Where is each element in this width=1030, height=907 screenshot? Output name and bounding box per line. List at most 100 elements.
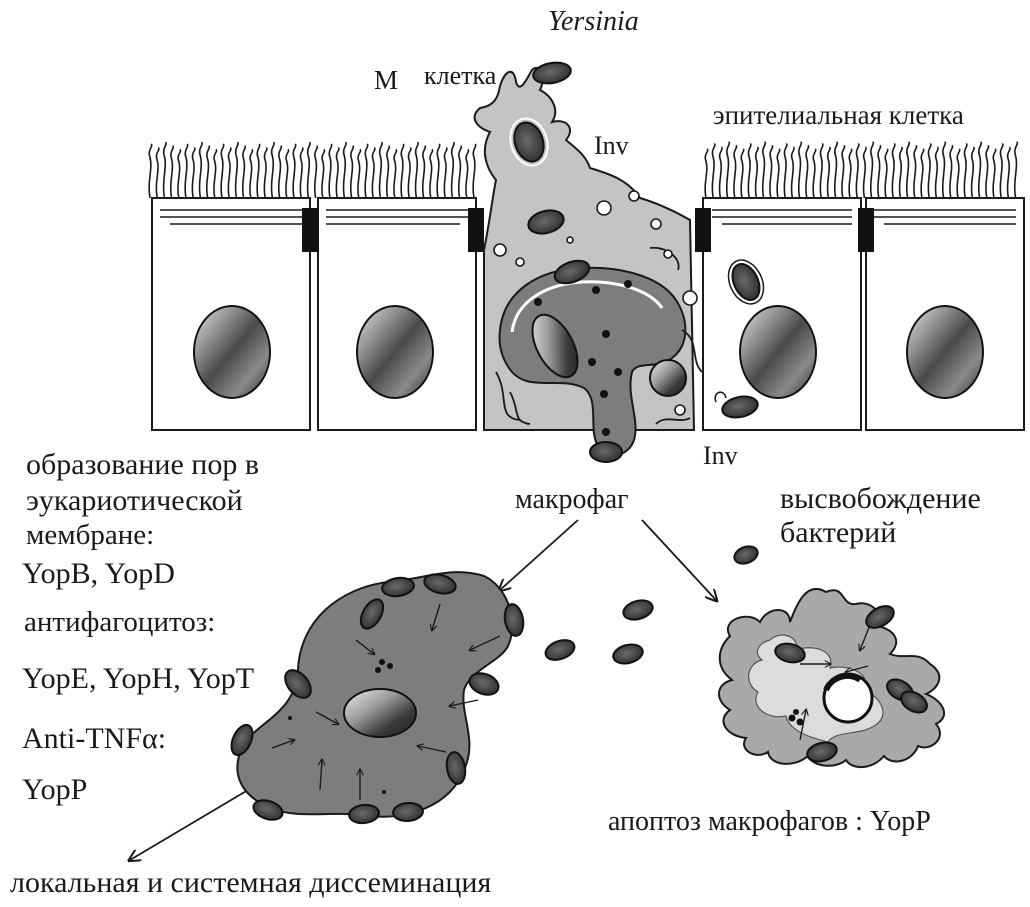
microvillus	[430, 149, 433, 198]
microvillus	[705, 149, 708, 198]
microvillus	[358, 149, 361, 198]
macrophage-nucleus	[344, 689, 416, 737]
yersinia-bacterium	[532, 60, 573, 86]
microvillus	[792, 147, 795, 198]
microvillus	[200, 142, 203, 198]
apoptotic-macrophage-right	[719, 589, 944, 767]
microvillus	[979, 142, 982, 198]
microvillus	[1000, 144, 1003, 198]
microvillus	[878, 145, 881, 198]
microvillus	[756, 147, 759, 198]
microvillus	[315, 146, 318, 198]
microvillus	[892, 144, 895, 198]
microvillus	[329, 144, 332, 198]
dissemination-label: локальная и системная диссеминация	[10, 866, 491, 901]
microvillus	[921, 149, 924, 198]
microvillus	[907, 142, 910, 198]
microvillus	[372, 148, 375, 198]
microvillus	[272, 142, 275, 198]
microvillus	[185, 144, 188, 198]
pore-formation-label-2: эукариотической	[26, 484, 243, 519]
microvillus	[784, 144, 787, 198]
microvillus	[900, 147, 903, 198]
microvillus	[351, 146, 354, 198]
microvillus	[835, 142, 838, 198]
arrow-to-right-macrophage	[642, 520, 716, 600]
microvillus	[842, 145, 845, 198]
microvillus	[993, 149, 996, 198]
antiphagocytic-yops: YopE, YopH, YopT	[22, 662, 254, 697]
microvillus	[164, 142, 167, 198]
infected-macrophage-left	[227, 571, 525, 824]
microvillus	[914, 145, 917, 198]
microvillus	[799, 142, 802, 198]
microvillus	[806, 145, 809, 198]
microvillus	[964, 144, 967, 198]
microvillus	[300, 148, 303, 198]
microvillus	[221, 144, 224, 198]
yersinia-label: Yersinia	[548, 6, 639, 38]
microvillus	[257, 144, 260, 198]
microvillus	[416, 142, 419, 198]
microvillus	[820, 144, 823, 198]
microvillus	[228, 148, 231, 198]
microvillus	[149, 144, 152, 198]
microvillus	[741, 149, 744, 198]
microvillus	[423, 146, 426, 198]
microvillus	[856, 144, 859, 198]
pore-formation-label-3: мембране:	[26, 519, 154, 552]
microvillus	[936, 147, 939, 198]
arrow-to-left-macrophage	[500, 520, 578, 590]
microvillus	[928, 144, 931, 198]
microvillus	[444, 148, 447, 198]
pore-forming-yops: YopB, YopD	[22, 557, 175, 592]
microvillus	[279, 146, 282, 198]
microvillus	[236, 142, 239, 198]
microvillus	[408, 148, 411, 198]
microvilli-right	[705, 142, 1017, 198]
microvillus	[871, 142, 874, 198]
microvilli-left	[149, 142, 476, 198]
microvillus	[864, 147, 867, 198]
microvillus	[308, 142, 311, 198]
microvillus	[849, 149, 852, 198]
microvillus	[459, 146, 462, 198]
microvillus	[387, 146, 390, 198]
microvillus	[380, 142, 383, 198]
microvillus	[770, 145, 773, 198]
microvillus	[243, 146, 246, 198]
microvillus	[192, 148, 195, 198]
microvillus	[171, 146, 174, 198]
nucleus	[357, 306, 433, 398]
nucleus	[907, 306, 983, 398]
microvillus	[437, 144, 440, 198]
bacteria-release-label-2: бактерий	[780, 516, 896, 551]
microvillus	[1015, 142, 1018, 198]
microvillus	[473, 144, 476, 198]
microvillus	[466, 149, 469, 198]
epithelial-cell-label: эпителиальная клетка	[713, 100, 964, 131]
microvillus	[156, 148, 159, 198]
microvillus	[178, 149, 181, 198]
microvillus	[264, 148, 267, 198]
microvillus	[214, 149, 217, 198]
microvillus	[286, 149, 289, 198]
microvillus	[734, 145, 737, 198]
m-cell	[475, 68, 702, 462]
nucleus	[194, 306, 270, 398]
tight-junction	[858, 208, 874, 252]
microvillus	[885, 149, 888, 198]
invasin-label-bottom: Inv	[703, 441, 738, 471]
microvillus	[720, 147, 723, 198]
pore-formation-label-1: образование пор в	[26, 448, 259, 483]
microvillus	[712, 144, 715, 198]
macrophage-label: макрофаг	[515, 484, 629, 516]
m-cell-letter: M	[374, 65, 398, 96]
microvillus	[813, 149, 816, 198]
microvillus	[394, 149, 397, 198]
anti-tnf-yop: YopP	[22, 773, 87, 808]
microvillus	[727, 142, 730, 198]
microvillus	[943, 142, 946, 198]
antiphagocytosis-label: антифагоцитоз:	[24, 606, 215, 639]
m-cell-label: клетка	[424, 61, 496, 91]
